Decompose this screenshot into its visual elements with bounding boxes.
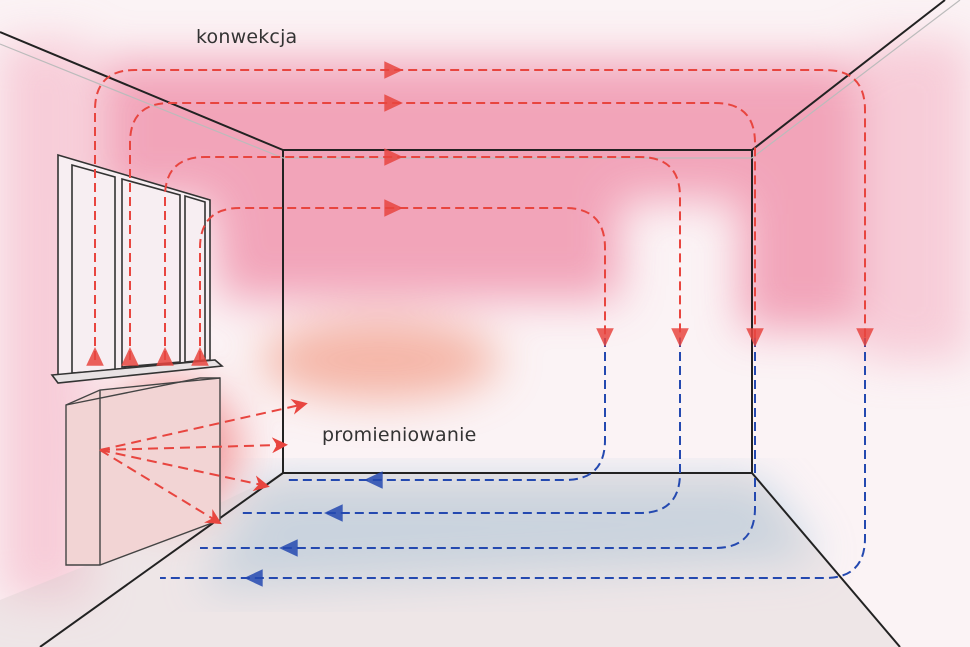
cold-air-path [200,338,756,549]
right-arrow-icon [384,148,403,166]
cold-air-path [240,338,681,514]
radiation-label: promieniowanie [322,424,477,446]
convection-label: konwekcja [196,26,298,48]
warm-air-path [94,69,866,360]
floor [0,473,900,647]
convection-loops [94,69,866,579]
up-arrow-icon [86,347,104,366]
left-arrow-icon [364,471,383,489]
right-arrow-icon [384,199,403,217]
up-arrow-icon [191,347,209,366]
left-arrow-icon [324,504,343,522]
cold-air-path [160,338,866,579]
right-arrow-icon [384,61,403,79]
left-arrow-icon [279,539,298,557]
right-arrow-icon [384,94,403,112]
room-edges [0,0,946,647]
up-arrow-icon [156,347,174,366]
down-arrow-icon [746,328,764,347]
down-arrow-icon [856,328,874,347]
left-arrow-icon [244,569,263,587]
down-arrow-icon [671,328,689,347]
flow-arrows [86,61,874,587]
down-arrow-icon [596,328,614,347]
up-arrow-icon [121,347,139,366]
window [50,153,224,384]
radiation-arrows [99,398,308,525]
warm-air-path [129,102,756,360]
cold-air-path [285,338,606,481]
